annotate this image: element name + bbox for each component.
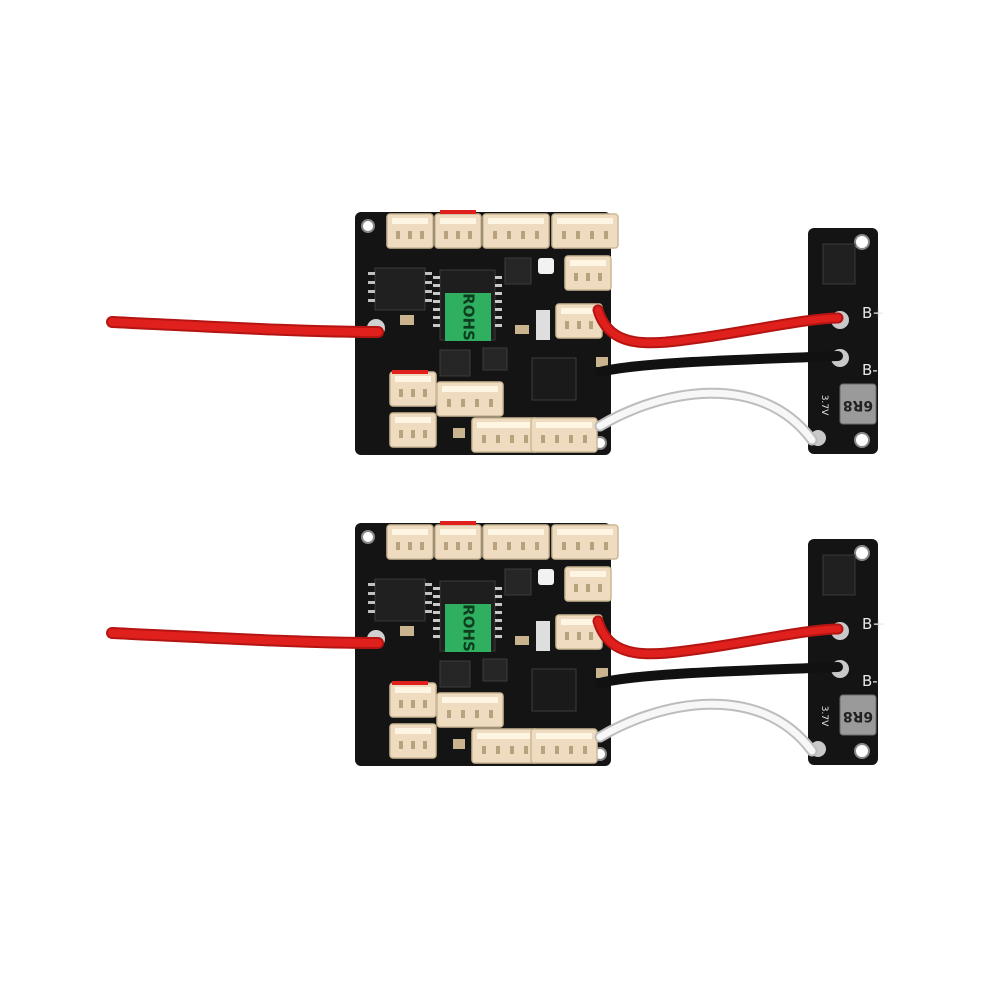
main-board: ROHS [355, 521, 619, 766]
connector [530, 728, 598, 764]
rohs-sticker [445, 293, 491, 341]
charge-board: 6R8 B+ B- 3.7V [808, 539, 885, 765]
module: ROHS 6R8 B+ B- 3.7V [106, 521, 885, 766]
rohs-label: ROHS [460, 604, 478, 652]
connector [434, 213, 482, 249]
label-bplus: B+ [862, 615, 885, 633]
inductor-marking: 6R8 [843, 708, 873, 724]
connector [482, 213, 550, 249]
connector [530, 417, 598, 453]
main-board: ROHS [355, 210, 619, 455]
inductor-marking: 6R8 [843, 397, 873, 413]
connector [389, 682, 437, 718]
connector [386, 524, 434, 560]
connector [551, 213, 619, 249]
voltage-label: 3.7V [819, 706, 829, 727]
connector [434, 524, 482, 560]
rohs-label: ROHS [460, 293, 478, 341]
connector [436, 692, 504, 728]
wires [106, 304, 844, 446]
connector [389, 371, 437, 407]
connector [389, 723, 437, 759]
connector [471, 728, 539, 764]
connector [564, 566, 612, 602]
connector [482, 524, 550, 560]
charge-board: 6R8 B+ B- 3.7V [808, 228, 885, 454]
inductor [839, 383, 877, 425]
connector [386, 213, 434, 249]
module: ROHS 6R8 B+ B- 3.7V [106, 210, 885, 455]
connector [551, 524, 619, 560]
label-bminus: B- [862, 361, 878, 379]
voltage-label: 3.7V [819, 395, 829, 416]
connector [389, 412, 437, 448]
rohs-sticker [445, 604, 491, 652]
wires [106, 615, 844, 757]
inductor [839, 694, 877, 736]
connector [436, 381, 504, 417]
label-bminus: B- [862, 672, 878, 690]
connector [471, 417, 539, 453]
label-bplus: B+ [862, 304, 885, 322]
connector [564, 255, 612, 291]
